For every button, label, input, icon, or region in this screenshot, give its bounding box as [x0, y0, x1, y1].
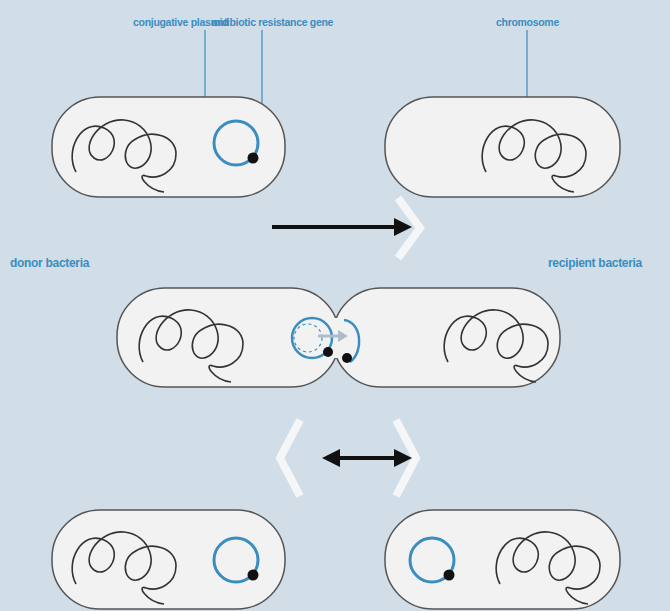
- plasmid-ring: [410, 538, 454, 582]
- replicating-strand: [294, 324, 322, 352]
- donor-cell: [52, 97, 285, 197]
- chromosome-strand: [482, 120, 586, 192]
- part-label: chromosome: [496, 16, 559, 28]
- plasmid-ring: [214, 121, 258, 165]
- arrow-head: [394, 449, 412, 467]
- resistance-gene-dot: [323, 347, 333, 357]
- resistance-gene-dot: [444, 570, 455, 581]
- arrow-head: [322, 449, 340, 467]
- arrow-head: [394, 218, 412, 236]
- transfer-direction: [318, 335, 340, 338]
- donor-cell: [117, 288, 339, 387]
- faded-chevron: [280, 420, 300, 496]
- resistance-gene-dot: [248, 570, 259, 581]
- chromosome-strand: [72, 120, 176, 192]
- resistance-gene-dot: [248, 153, 259, 164]
- plasmid-ring: [214, 538, 258, 582]
- chromosome-strand: [72, 532, 176, 604]
- chromosome-strand: [496, 532, 600, 604]
- transfer-arrow: [272, 225, 396, 229]
- cell-label: donor bacteria: [10, 256, 89, 270]
- chromosome-strand: [139, 310, 243, 382]
- recipient-cell: [385, 510, 620, 609]
- arrow-head: [338, 330, 348, 342]
- cell-label: recipient bacteria: [548, 256, 642, 270]
- plasmid-ring: [292, 318, 332, 358]
- chromosome-strand: [444, 310, 548, 382]
- recipient-cell: [333, 288, 560, 387]
- donor-cell: [52, 510, 285, 609]
- separation-arrow: [336, 456, 398, 460]
- resistance-gene-dot: [342, 353, 352, 363]
- recipient-cell: [385, 97, 620, 197]
- part-label: antibiotic resistance gene: [212, 16, 333, 28]
